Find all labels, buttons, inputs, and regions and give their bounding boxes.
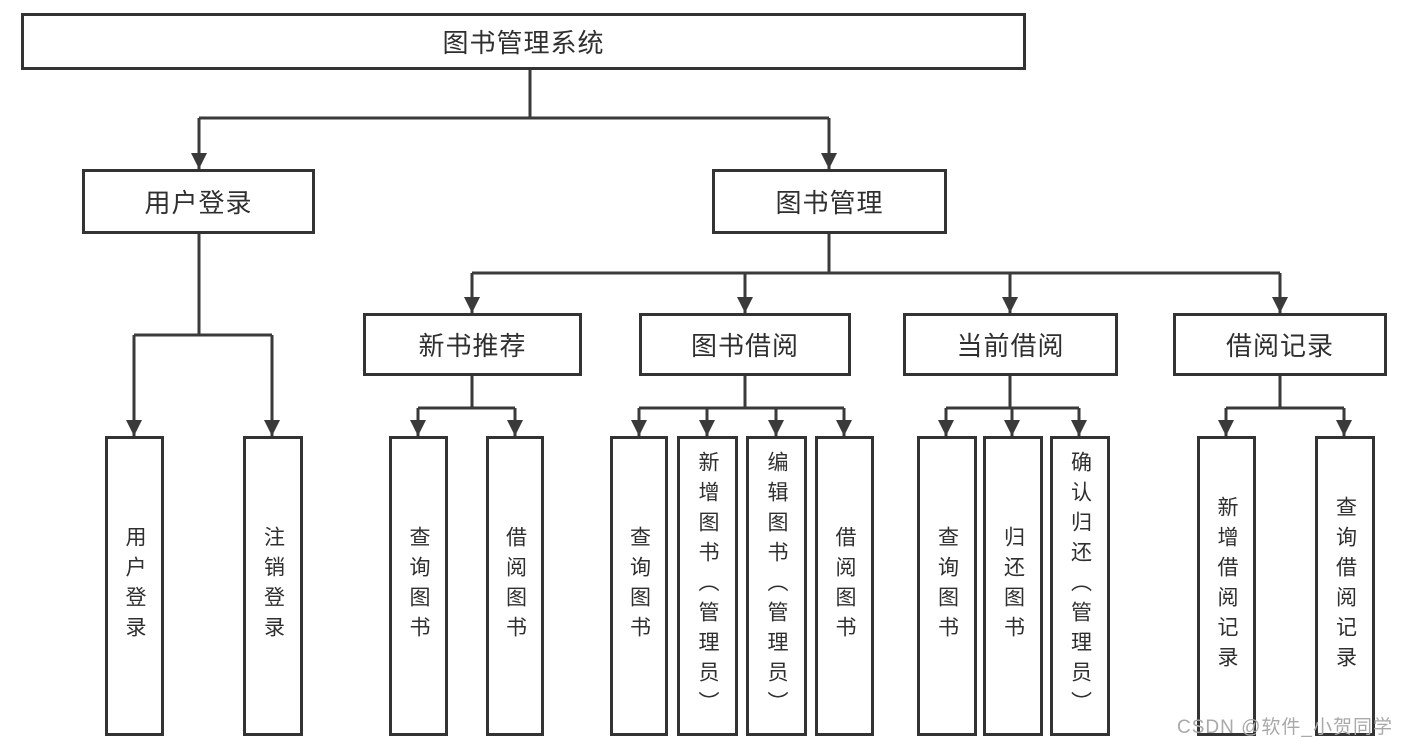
leaf-add-borrow-record: 新增借阅记录: [1197, 436, 1256, 736]
leaf-edit-books-admin: 编辑图书（管理员）: [746, 436, 807, 736]
leaf-label: 用户登录: [123, 526, 146, 646]
node-label: 图书管理: [775, 188, 884, 218]
leaf-query-books-borrowing: 查询图书: [610, 436, 668, 736]
leaf-label: 查询图书: [407, 526, 430, 646]
leaf-label: 新增借阅记录: [1215, 496, 1238, 676]
leaf-query-books-recommend: 查询图书: [389, 436, 448, 736]
leaf-borrow-books-recommend: 借阅图书: [486, 436, 544, 736]
node-library-management-system: 图书管理系统: [21, 13, 1026, 70]
leaf-label: 查询图书: [935, 526, 959, 646]
node-book-borrowing: 图书借阅: [639, 313, 851, 376]
node-borrowing-records: 借阅记录: [1173, 313, 1387, 376]
node-user-login: 用户登录: [82, 169, 315, 234]
leaf-query-books-current: 查询图书: [917, 436, 977, 736]
leaf-add-books-admin: 新增图书（管理员）: [677, 436, 738, 736]
leaf-label: 查询借阅记录: [1333, 496, 1357, 676]
leaf-label: 查询图书: [627, 526, 651, 646]
leaf-label: 确认归还（管理员）: [1068, 451, 1092, 721]
leaf-label: 新增图书（管理员）: [696, 451, 719, 721]
leaf-label: 注销登录: [261, 526, 285, 646]
node-label: 图书借阅: [690, 331, 799, 361]
leaf-user-login: 用户登录: [105, 436, 164, 736]
node-label: 借阅记录: [1225, 331, 1334, 361]
node-label: 用户登录: [144, 188, 253, 218]
node-book-management: 图书管理: [712, 169, 947, 234]
leaf-return-books: 归还图书: [983, 436, 1043, 736]
leaf-label: 借阅图书: [833, 526, 856, 646]
leaf-query-borrow-record: 查询借阅记录: [1315, 436, 1375, 736]
node-new-book-recommendation: 新书推荐: [363, 313, 582, 376]
leaf-borrow-books: 借阅图书: [815, 436, 874, 736]
node-current-borrowing: 当前借阅: [903, 313, 1118, 376]
leaf-logout: 注销登录: [243, 436, 303, 736]
leaf-label: 编辑图书（管理员）: [765, 451, 788, 721]
leaf-label: 归还图书: [1001, 526, 1025, 646]
node-label: 当前借阅: [956, 331, 1065, 361]
leaf-label: 借阅图书: [503, 526, 527, 646]
leaf-confirm-return-admin: 确认归还（管理员）: [1050, 436, 1110, 736]
node-label: 新书推荐: [418, 331, 527, 361]
csdn-watermark: CSDN @软件_小贺同学: [1177, 717, 1393, 738]
node-label: 图书管理系统: [442, 28, 605, 58]
